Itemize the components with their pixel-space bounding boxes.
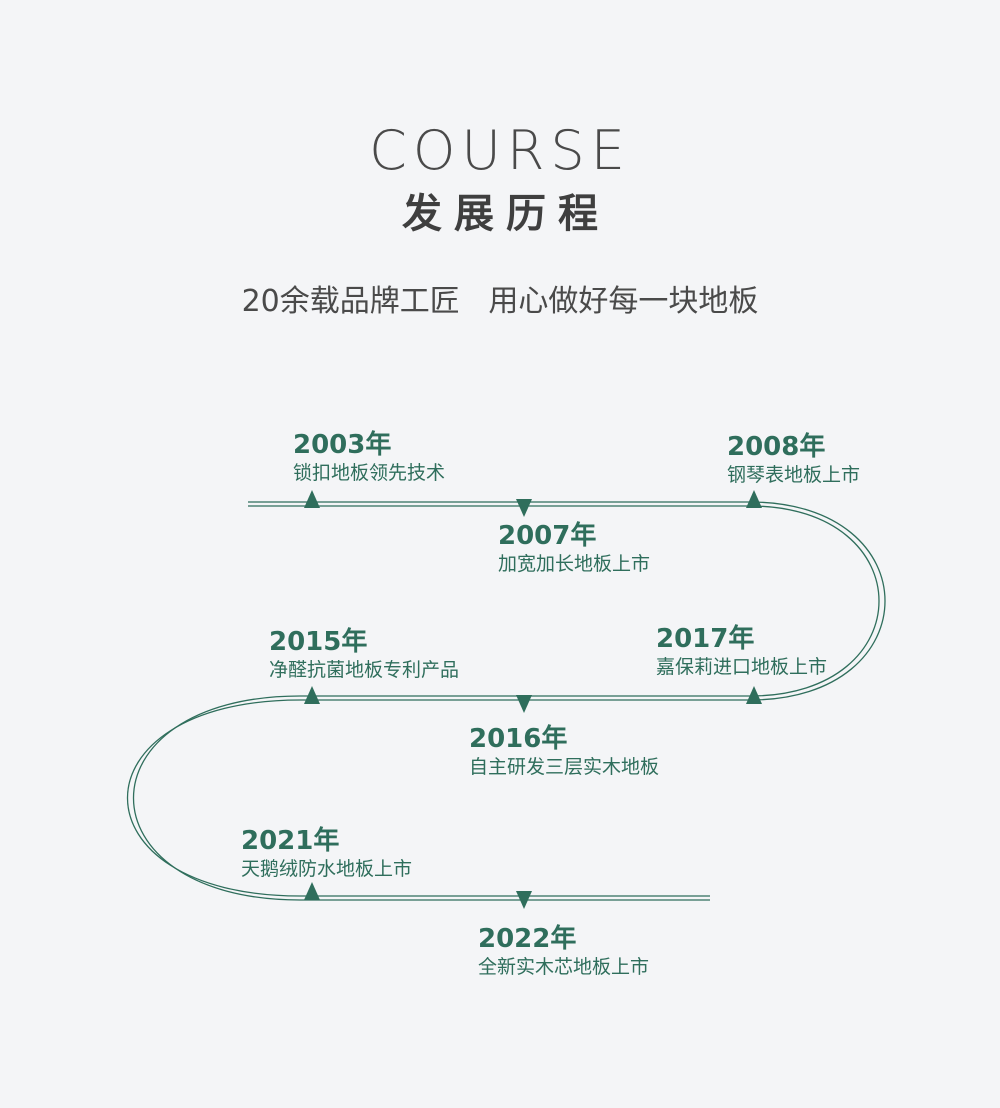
event-year: 2021年 [241,826,340,856]
timeline-marker-down [516,695,532,713]
timeline-event-2015: 2015年 净醛抗菌地板专利产品 [269,627,459,683]
timeline-marker-up [746,686,762,704]
event-year: 2015年 [269,627,368,657]
event-description: 天鹅绒防水地板上市 [241,858,413,880]
event-year: 2003年 [293,430,392,460]
timeline-event-2008: 2008年 钢琴表地板上市 [727,432,860,488]
timeline-event-2017: 2017年 嘉保莉进口地板上市 [656,624,827,680]
timeline-marker-up [304,490,320,508]
timeline-line-inner [132,505,880,901]
page-title-english: COURSE [369,119,631,182]
page-subtitle: 20余载品牌工匠 用心做好每一块地板 [241,284,759,319]
timeline-event-2003: 2003年 锁扣地板领先技术 [293,430,445,486]
event-year: 2008年 [727,432,826,462]
event-description: 钢琴表地板上市 [727,464,861,486]
event-year: 2022年 [478,924,577,954]
event-description: 自主研发三层实木地板 [469,756,660,778]
timeline-event-2021: 2021年 天鹅绒防水地板上市 [241,826,412,882]
event-description: 加宽加长地板上市 [498,553,651,575]
event-description: 全新实木芯地板上市 [478,956,650,978]
timeline-event-2007: 2007年 加宽加长地板上市 [498,521,650,577]
timeline-event-2022: 2022年 全新实木芯地板上市 [478,924,649,980]
event-year: 2017年 [656,624,755,654]
event-year: 2007年 [498,521,597,551]
timeline-marker-down [516,891,532,909]
timeline-marker-down [516,499,532,517]
timeline-line-outer [126,501,886,897]
event-description: 嘉保莉进口地板上市 [656,656,828,678]
timeline-marker-up [304,686,320,704]
page-title-chinese: 发展历程 [402,191,610,237]
event-description: 净醛抗菌地板专利产品 [269,659,460,681]
timeline-marker-up [304,882,320,900]
event-description: 锁扣地板领先技术 [293,462,446,484]
event-year: 2016年 [469,724,568,754]
timeline-marker-up [746,490,762,508]
timeline-event-2016: 2016年 自主研发三层实木地板 [469,724,659,780]
